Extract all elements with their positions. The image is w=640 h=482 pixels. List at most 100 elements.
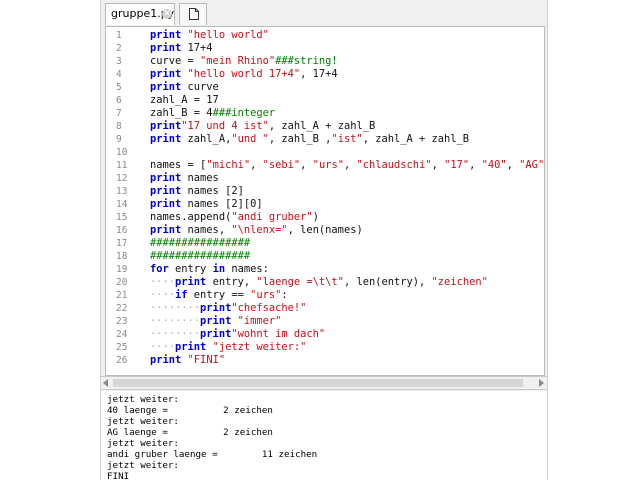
scroll-right-icon[interactable] [539,379,544,387]
whitespace-marker: ···· [150,341,176,353]
string-token: "urs" [250,289,282,301]
line-number: 6 [116,95,122,106]
code-line[interactable]: 18################ [106,250,544,263]
code-token: names [2][0] [181,198,263,210]
code-line[interactable]: 16 print names, "\nlenx=", len(names) [106,224,544,237]
code-text: print 17+4 [150,42,213,55]
keyword-token: for [150,263,169,275]
code-text: print names [2][0] [150,198,263,211]
tab-gruppe1[interactable]: gruppe1.py ✕ [105,3,175,25]
line-number: 26 [116,355,128,366]
keyword-token: print [150,29,182,41]
new-tab-button[interactable] [179,3,207,25]
code-token: , [300,159,313,171]
string-token: "mein Rhino" [200,55,276,67]
code-line[interactable]: 25····print "jetzt weiter:" [106,341,544,354]
tab-label: gruppe1.py [111,7,175,20]
keyword-token: print [150,354,182,366]
code-line[interactable]: 20····print entry, "laenge =\t\t", len(e… [106,276,544,289]
code-line[interactable]: 7 zahl_B = 4###integer [106,107,544,120]
keyword-token: print [150,185,182,197]
code-line[interactable]: 22········print"chefsache!" [106,302,544,315]
code-text: curve = "mein Rhino"###string! [150,55,338,68]
code-text: ········print "immer" [150,315,281,328]
string-token: "\nlenx=" [231,224,288,236]
code-line[interactable]: 1 print "hello world" [106,29,544,42]
keyword-token: print [175,276,207,288]
code-line[interactable]: 24········print"wohnt im dach" [106,328,544,341]
code-text: print "hello world 17+4", 17+4 [150,68,338,81]
keyword-token: print [150,198,182,210]
comment-token: ################ [150,250,251,262]
keyword-token: print [150,120,182,132]
code-line[interactable]: 5 print curve [106,81,544,94]
line-number: 20 [116,277,128,288]
keyword-token: print [150,68,182,80]
code-token: , 17+4 [300,68,338,80]
scroll-left-icon[interactable] [103,379,108,387]
code-token: curve [181,81,219,93]
line-number: 10 [116,147,128,158]
code-line[interactable]: 21····if entry == "urs": [106,289,544,302]
string-token: "wohnt im dach" [231,328,326,340]
line-number: 7 [116,108,122,119]
code-line[interactable]: 17################ [106,237,544,250]
code-text: print curve [150,81,219,94]
code-text: zahl_B = 4###integer [150,107,275,120]
line-number: 14 [116,199,128,210]
code-token: , len(entry), [343,276,432,288]
string-token: "immer" [237,315,282,327]
code-text: ################ [150,250,250,263]
whitespace-marker: ········ [150,328,201,340]
output-line: FINI [107,471,130,482]
code-token: entry [168,263,213,275]
code-line[interactable]: 10 [106,146,544,159]
output-line: 40 laenge = 2 zeichen [107,405,273,416]
code-token: , zahl_B , [268,133,332,145]
keyword-token: in [212,263,226,275]
code-line[interactable]: 6 zahl_A = 17 [106,94,544,107]
line-number: 5 [116,82,122,93]
whitespace-marker: ········ [150,302,201,314]
keyword-token: print [150,133,182,145]
code-token: , zahl_A + zahl_B [362,133,470,145]
keyword-token: if [175,289,188,301]
close-icon[interactable]: ✕ [162,9,172,19]
line-number: 16 [116,225,128,236]
code-token: curve = [150,55,201,67]
code-text: print names, "\nlenx=", len(names) [150,224,363,237]
code-token: , [250,159,263,171]
code-line[interactable]: 23········print "immer" [106,315,544,328]
line-number: 1 [116,30,122,41]
code-text: print "hello world" [150,29,269,42]
scrollbar-thumb[interactable] [113,379,523,387]
line-number: 22 [116,303,128,314]
code-token: names [2] [181,185,244,197]
code-text: print zahl_A,"und ", zahl_B ,"ist", zahl… [150,133,469,146]
horizontal-scrollbar[interactable] [101,376,547,390]
background-left [0,0,100,480]
code-token: zahl_A = 17 [150,94,219,106]
keyword-token: print [150,224,182,236]
line-number: 11 [116,160,128,171]
line-number: 17 [116,238,128,249]
output-line: jetzt weiter: [107,438,179,449]
string-token: "urs" [312,159,344,171]
code-token: , [469,159,482,171]
code-line[interactable]: 14 print names [2][0] [106,198,544,211]
code-token: , zahl_A + zahl_B [268,120,376,132]
